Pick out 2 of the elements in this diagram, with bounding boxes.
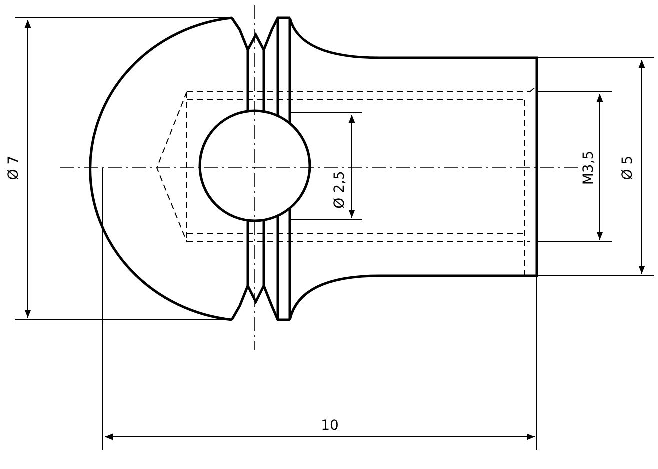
dimension-label: Ø 2,5 [332, 170, 348, 210]
thread-label: M3,5 [581, 150, 597, 186]
